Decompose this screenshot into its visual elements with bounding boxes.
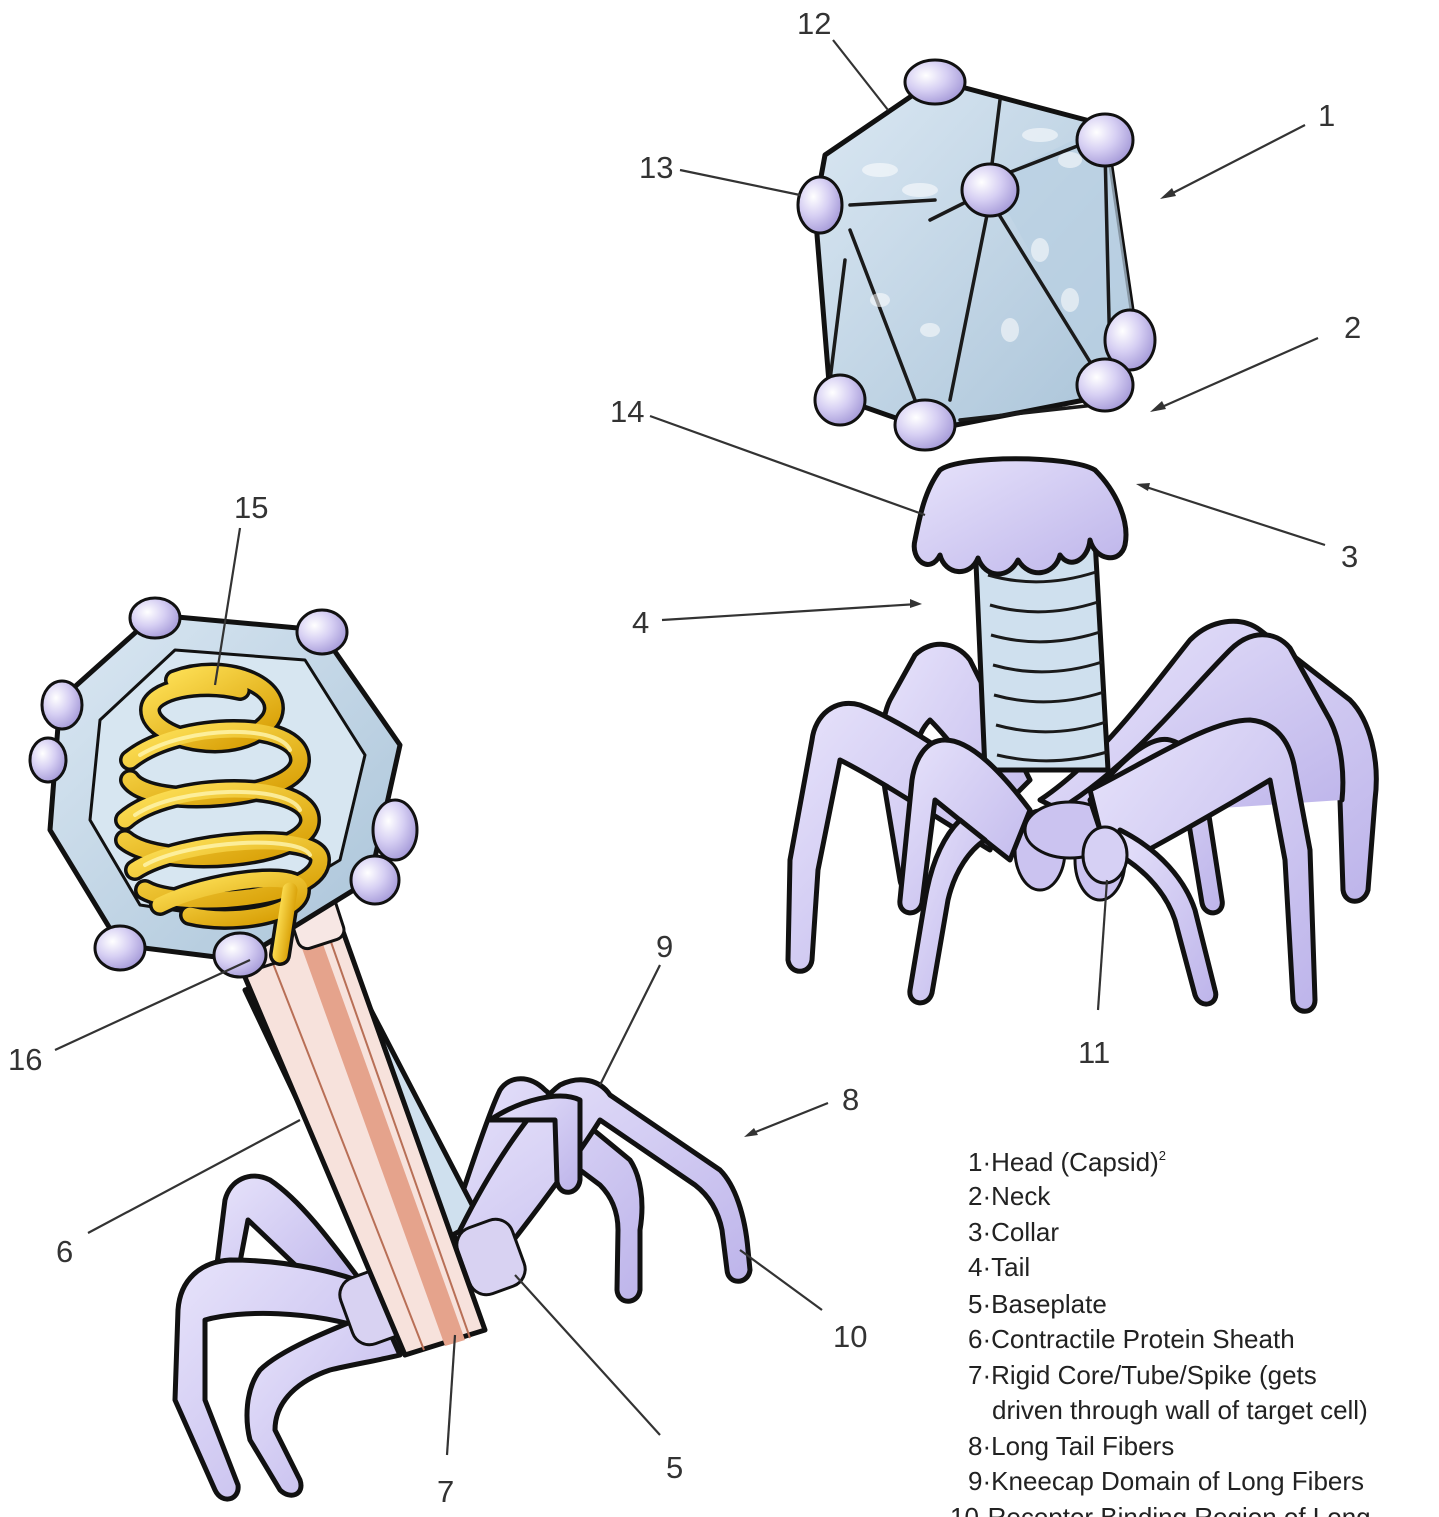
- leader-14: [650, 416, 925, 515]
- leader-7: [447, 1335, 455, 1455]
- leader-2: [1155, 338, 1318, 410]
- label-3: 3: [1341, 539, 1358, 574]
- label-5: 5: [666, 1450, 683, 1485]
- legend-item-5: 5·Baseplate: [968, 1289, 1107, 1319]
- capsid-head: [798, 60, 1155, 450]
- capsid-vertex: [1077, 359, 1133, 411]
- leader-10: [740, 1250, 822, 1310]
- capsid-vertex: [798, 177, 842, 233]
- leader-9: [600, 965, 660, 1085]
- leader-4: [662, 604, 918, 620]
- label-4: 4: [632, 605, 649, 640]
- label-10: 10: [833, 1319, 867, 1354]
- leader-3: [1140, 485, 1325, 545]
- label-8: 8: [842, 1082, 859, 1117]
- legend-item-3: 3·Collar: [968, 1217, 1059, 1247]
- intact-phage: [788, 60, 1376, 1011]
- legend-item-6: 6·Contractile Protein Sheath: [968, 1324, 1295, 1354]
- left-vertex: [351, 856, 399, 904]
- capsid-vertex: [962, 164, 1018, 216]
- legend-item-1: 1·Head (Capsid)2: [968, 1147, 1166, 1177]
- label-14: 14: [610, 394, 644, 429]
- left-vertex: [42, 681, 82, 729]
- label-6: 6: [56, 1234, 73, 1269]
- left-vertex: [30, 738, 66, 782]
- legend-item-10: 10·Receptor Binding Region of Long: [950, 1502, 1371, 1517]
- label-12: 12: [797, 6, 831, 41]
- label-7: 7: [437, 1474, 454, 1509]
- capsid-vertex: [815, 375, 865, 425]
- capsid-vertex: [1077, 114, 1133, 166]
- legend-item-8: 8·Long Tail Fibers: [968, 1431, 1174, 1461]
- capsid-vertex: [905, 60, 965, 104]
- left-vertex: [373, 800, 417, 860]
- left-vertex: [297, 610, 347, 654]
- leader-16: [55, 960, 250, 1050]
- label-9: 9: [656, 929, 673, 964]
- legend-item-7: 7·Rigid Core/Tube/Spike (gets: [968, 1360, 1317, 1390]
- capsid-vertex: [895, 400, 955, 450]
- label-11: 11: [1078, 1035, 1110, 1070]
- leader-1: [1165, 125, 1305, 197]
- left-vertex: [130, 598, 180, 638]
- contracted-phage: [30, 598, 750, 1499]
- label-1: 1: [1318, 98, 1335, 133]
- label-16: 16: [8, 1042, 42, 1077]
- leader-12: [833, 40, 888, 110]
- legend-item-2: 2·Neck: [968, 1181, 1051, 1211]
- left-capsid: [30, 598, 417, 977]
- leader-8: [748, 1103, 828, 1135]
- label-13: 13: [639, 150, 673, 185]
- leader-13: [680, 170, 800, 195]
- legend: 1·Head (Capsid)2 2·Neck 3·Collar 4·Tail …: [950, 1147, 1371, 1517]
- label-15: 15: [234, 490, 268, 525]
- legend-item-7-cont: driven through wall of target cell): [992, 1395, 1368, 1425]
- label-2: 2: [1344, 310, 1361, 345]
- left-vertex: [95, 926, 145, 970]
- left-vertex: [214, 933, 266, 977]
- legend-item-4: 4·Tail: [968, 1252, 1030, 1282]
- legend-item-9: 9·Kneecap Domain of Long Fibers: [968, 1466, 1364, 1496]
